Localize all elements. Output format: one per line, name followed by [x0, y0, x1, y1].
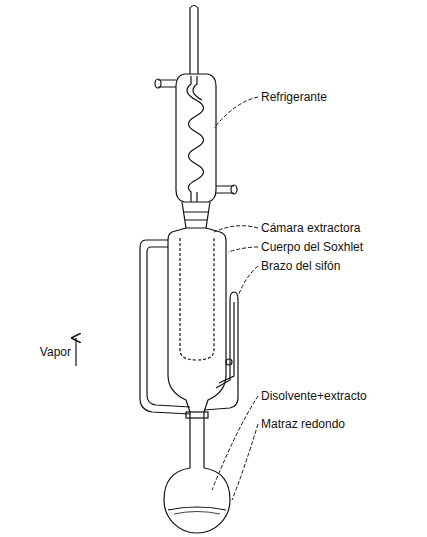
part-label: Matraz redondo	[261, 417, 345, 431]
part-label: Refrigerante	[261, 90, 327, 104]
part-label: Cuerpo del Soxhlet	[261, 240, 363, 254]
part-label: Cámara extractora	[261, 221, 360, 235]
part-label: Vapor	[40, 345, 71, 359]
part-label: Disolvente+extracto	[261, 389, 367, 403]
part-label: Brazo del sifón	[261, 259, 340, 273]
